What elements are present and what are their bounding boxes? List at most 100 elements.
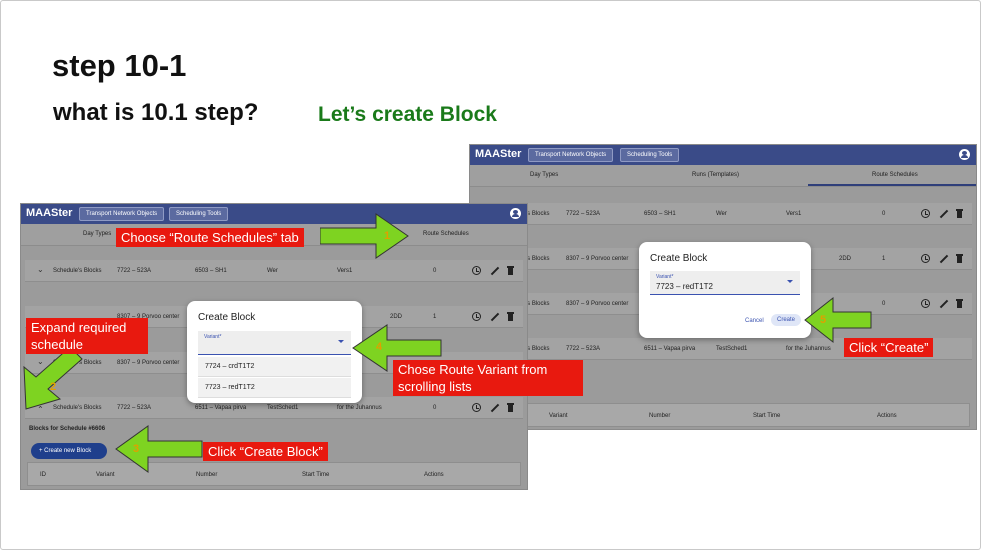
arrow-step1-icon xyxy=(320,213,409,259)
row-count: 0 xyxy=(433,268,437,274)
row-route: 7722 – 523A xyxy=(117,405,152,411)
app-bar: MAASter Transport Network Objects Schedu… xyxy=(21,204,527,224)
slide-subtitle-green: Let’s create Block xyxy=(318,103,497,126)
pencil-icon[interactable] xyxy=(939,254,948,263)
row-count: 0 xyxy=(882,301,886,307)
row-route: 7722 – 523A xyxy=(566,211,601,217)
table-row[interactable]: ⌄ Schedule's Blocks 7722 – 523A 6511 – V… xyxy=(25,397,523,419)
slide-subtitle: what is 10.1 step? xyxy=(53,99,259,126)
row-name: Wer xyxy=(267,268,278,274)
create-button[interactable]: Create xyxy=(771,314,802,326)
trash-icon[interactable] xyxy=(506,403,515,412)
col-start-time: Start Time xyxy=(753,413,781,419)
col-id: ID xyxy=(40,472,46,478)
clock-icon[interactable] xyxy=(921,209,930,218)
row-stop: 6503 – SH1 xyxy=(195,268,227,274)
pencil-icon[interactable] xyxy=(490,312,499,321)
blocks-for-schedule-label: Blocks for Schedule #6606 xyxy=(29,426,106,432)
pencil-icon[interactable] xyxy=(490,266,499,275)
nav-scheduling-tools[interactable]: Scheduling Tools xyxy=(169,207,229,221)
row-label[interactable]: 's Blocks xyxy=(526,346,550,352)
variant-field-label: Variant* xyxy=(204,334,222,340)
tab-active-indicator xyxy=(808,184,976,186)
account-icon[interactable] xyxy=(510,208,521,219)
step-number-3: 3 xyxy=(133,443,140,455)
row-desc: Vers1 xyxy=(337,268,353,274)
trash-icon[interactable] xyxy=(955,254,964,263)
spacer xyxy=(25,246,523,264)
account-icon[interactable] xyxy=(959,149,970,160)
nav-transport-network-objects[interactable]: Transport Network Objects xyxy=(528,148,614,162)
row-desc: 2DD xyxy=(839,256,852,262)
row-stop: 6503 – SH1 xyxy=(644,211,676,217)
row-label[interactable]: 's Blocks xyxy=(526,301,550,307)
row-desc: 2DD xyxy=(390,314,403,320)
callout-step5: Click “Create” xyxy=(844,338,934,357)
trash-icon[interactable] xyxy=(506,312,515,321)
chevron-down-icon[interactable]: ⌄ xyxy=(37,357,44,366)
row-label[interactable]: Schedule's Blocks xyxy=(53,405,102,411)
app-logo: MAASter xyxy=(475,148,522,160)
row-route: 8307 – 9 Porvoo center xyxy=(117,360,180,366)
row-label[interactable]: 's Blocks xyxy=(526,211,550,217)
step-number-4: 4 xyxy=(376,341,383,353)
arrow-step4-icon xyxy=(352,324,442,372)
row-route: 8307 – 9 Porvoo center xyxy=(117,314,180,320)
clock-icon[interactable] xyxy=(921,299,930,308)
variant-option[interactable]: 7723 – redT1T2 xyxy=(198,378,351,398)
clock-icon[interactable] xyxy=(472,403,481,412)
variant-select[interactable]: Variant* xyxy=(198,331,351,355)
cancel-button[interactable]: Cancel xyxy=(745,318,764,324)
clock-icon[interactable] xyxy=(472,312,481,321)
col-actions: Actions xyxy=(424,472,444,478)
clock-icon[interactable] xyxy=(921,254,930,263)
step-number-1: 1 xyxy=(384,230,391,242)
arrow-step2-icon xyxy=(23,346,83,410)
table-row[interactable]: ⌄ Schedule's Blocks 7722 – 523A 6503 – S… xyxy=(25,260,523,282)
pencil-icon[interactable] xyxy=(490,403,499,412)
blocks-table-header: Variant Number Start Time Actions xyxy=(476,403,970,427)
create-block-dialog-left: Create Block Variant* 7724 – crdT1T2 772… xyxy=(187,301,362,403)
trash-icon[interactable] xyxy=(955,299,964,308)
row-desc: Vers1 xyxy=(786,211,802,217)
row-desc: for the Juhannus xyxy=(786,346,831,352)
arrow-step3-icon xyxy=(115,425,203,473)
dialog-title: Create Block xyxy=(650,253,708,264)
row-count: 1 xyxy=(433,314,437,320)
tab-day-types[interactable]: Day Types xyxy=(83,231,112,237)
table-row[interactable]: 's Blocks 7722 – 523A 6503 – SH1 Wer Ver… xyxy=(474,203,972,225)
clock-icon[interactable] xyxy=(472,266,481,275)
row-count: 0 xyxy=(882,211,886,217)
step-number-5: 5 xyxy=(820,314,827,326)
nav-scheduling-tools[interactable]: Scheduling Tools xyxy=(620,148,680,162)
slide-title: step 10-1 xyxy=(52,48,187,83)
blocks-table-header: ID Variant Number Start Time Actions xyxy=(27,462,521,486)
tab-day-types[interactable]: Day Types xyxy=(530,172,559,178)
row-count: 0 xyxy=(433,405,437,411)
create-new-block-button[interactable]: + Create new Block xyxy=(31,443,107,459)
col-variant: Variant xyxy=(96,472,115,478)
row-stop: 6511 – Vapaa pirva xyxy=(195,405,247,411)
tab-route-schedules[interactable]: Route Schedules xyxy=(872,172,918,178)
variant-select[interactable]: Variant* 7723 – redT1T2 xyxy=(650,271,800,295)
col-variant: Variant xyxy=(549,413,568,419)
trash-icon[interactable] xyxy=(955,209,964,218)
pencil-icon[interactable] xyxy=(939,299,948,308)
pencil-icon[interactable] xyxy=(939,209,948,218)
chevron-down-icon[interactable]: ⌄ xyxy=(37,265,44,274)
row-route: 8307 – 9 Porvoo center xyxy=(566,301,629,307)
variant-option[interactable]: 7724 – crdT1T2 xyxy=(198,357,351,377)
trash-icon[interactable] xyxy=(506,266,515,275)
row-count: 1 xyxy=(882,256,886,262)
row-route: 7722 – 523A xyxy=(117,268,152,274)
spacer xyxy=(474,187,972,205)
row-name: Wer xyxy=(716,211,727,217)
step-number-2: 2 xyxy=(50,381,57,393)
nav-transport-network-objects[interactable]: Transport Network Objects xyxy=(79,207,165,221)
row-label[interactable]: 's Blocks xyxy=(526,256,550,262)
row-label[interactable]: Schedule's Blocks xyxy=(53,268,102,274)
callout-step2: Expand required schedule xyxy=(26,318,148,354)
tab-route-schedules[interactable]: Route Schedules xyxy=(423,231,469,237)
row-route: 7722 – 523A xyxy=(566,346,601,352)
tab-runs-templates[interactable]: Runs (Templates) xyxy=(692,172,740,178)
